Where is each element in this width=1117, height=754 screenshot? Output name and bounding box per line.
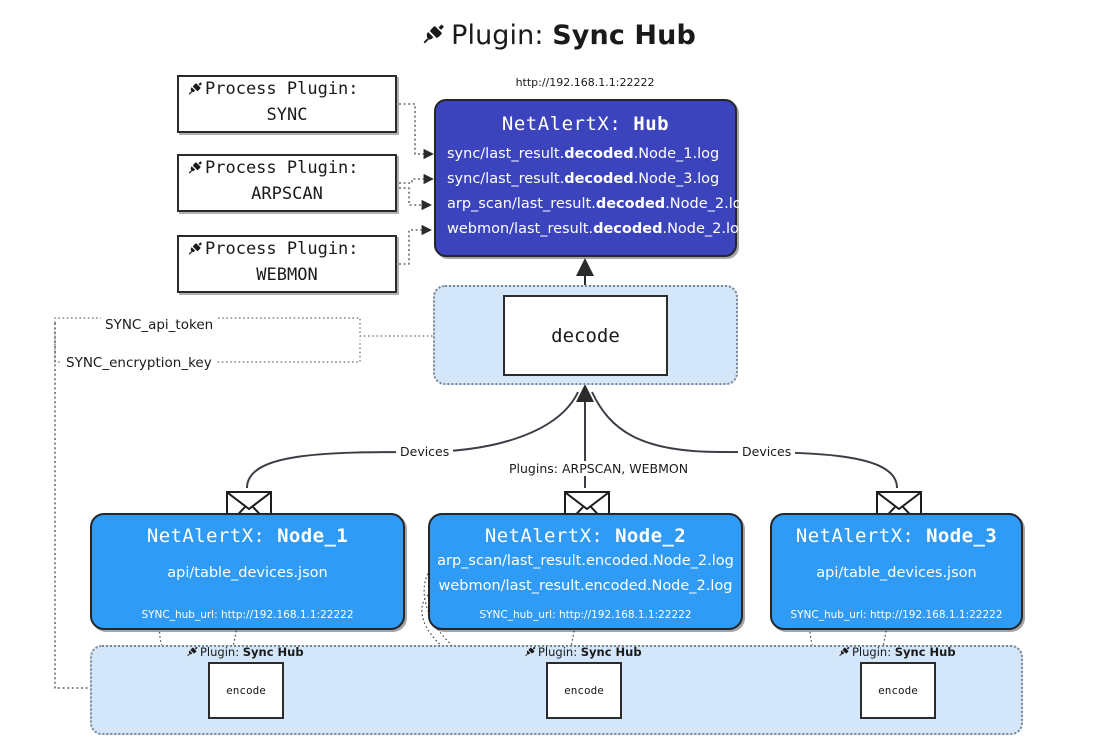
process-plugin-line2: SYNC: [266, 105, 308, 125]
node-line: api/table_devices.json: [167, 565, 328, 581]
page-title: Plugin: Sync Hub: [0, 18, 1117, 57]
process-plugin-box-arpscan[interactable]: Process Plugin: ARPSCAN: [177, 154, 397, 212]
plug-icon: [421, 21, 447, 57]
plug-icon: [838, 645, 851, 661]
encode-box[interactable]: encode: [208, 662, 284, 719]
edge-label-plugins: Plugins: ARPSCAN, WEBMON: [505, 461, 693, 476]
hub-log-line: sync/last_result.decoded.Node_3.log: [447, 171, 720, 187]
node-box-node-3[interactable]: NetAlertX: Node_3 api/table_devices.json…: [770, 513, 1023, 630]
node-line: arp_scan/last_result.encoded.Node_2.log: [437, 553, 734, 569]
encode-box[interactable]: encode: [546, 662, 622, 719]
encode-plugin-label: Plugin: Sync Hub: [186, 645, 304, 661]
plug-icon: [187, 159, 204, 183]
encode-plugin-label: Plugin: Sync Hub: [838, 645, 956, 661]
decode-box[interactable]: decode: [503, 295, 668, 376]
node-footer: SYNC_hub_url: http://192.168.1.1:22222: [479, 609, 692, 621]
hub-log-line: arp_scan/last_result.decoded.Node_2.log: [447, 196, 751, 212]
edge-label-devices-right: Devices: [738, 444, 796, 459]
encode-box[interactable]: encode: [860, 662, 936, 719]
encode-plugin-label: Plugin: Sync Hub: [524, 645, 642, 661]
hub-log-line: sync/last_result.decoded.Node_1.log: [447, 146, 720, 162]
node-title: NetAlertX: Node_2: [484, 525, 687, 547]
process-plugin-line2: ARPSCAN: [251, 184, 323, 204]
plug-icon: [187, 240, 204, 264]
config-key-label-api-token: SYNC_api_token: [101, 317, 218, 333]
plug-icon: [186, 645, 199, 661]
node-line-list: api/table_devices.json: [92, 561, 403, 586]
title-prefix: Plugin:: [451, 20, 553, 51]
node-line-list: arp_scan/last_result.encoded.Node_2.log …: [430, 549, 741, 599]
hub-log-line: webmon/last_result.decoded.Node_2.log: [447, 221, 749, 237]
node-footer: SYNC_hub_url: http://192.168.1.1:22222: [790, 609, 1003, 621]
plug-icon: [524, 645, 537, 661]
hub-title: NetAlertX: Hub: [501, 113, 670, 135]
node-box-node-1[interactable]: NetAlertX: Node_1 api/table_devices.json…: [90, 513, 405, 630]
process-plugin-line1: Process Plugin:: [179, 77, 395, 104]
process-plugin-line1: Process Plugin:: [179, 237, 395, 264]
process-plugin-box-sync[interactable]: Process Plugin: SYNC: [177, 75, 397, 133]
node-line: api/table_devices.json: [816, 565, 977, 581]
title-name: Sync Hub: [552, 20, 696, 51]
node-title: NetAlertX: Node_3: [795, 525, 998, 547]
hub-url-label: http://192.168.1.1:22222: [515, 76, 655, 89]
node-footer: SYNC_hub_url: http://192.168.1.1:22222: [141, 609, 354, 621]
config-key-label-encryption-key: SYNC_encryption_key: [62, 355, 216, 371]
edge-label-devices-left: Devices: [396, 444, 454, 459]
node-title: NetAlertX: Node_1: [146, 525, 349, 547]
node-line-list: api/table_devices.json: [772, 561, 1021, 586]
process-plugin-box-webmon[interactable]: Process Plugin: WEBMON: [177, 235, 397, 293]
plug-icon: [187, 80, 204, 104]
process-plugin-line1: Process Plugin:: [179, 156, 395, 183]
node-box-node-2[interactable]: NetAlertX: Node_2 arp_scan/last_result.e…: [428, 513, 743, 630]
hub-box[interactable]: NetAlertX: Hub sync/last_result.decoded.…: [434, 99, 751, 257]
process-plugin-line2: WEBMON: [256, 265, 318, 285]
node-line: webmon/last_result.encoded.Node_2.log: [438, 578, 733, 594]
hub-log-list: sync/last_result.decoded.Node_1.log sync…: [436, 142, 751, 242]
